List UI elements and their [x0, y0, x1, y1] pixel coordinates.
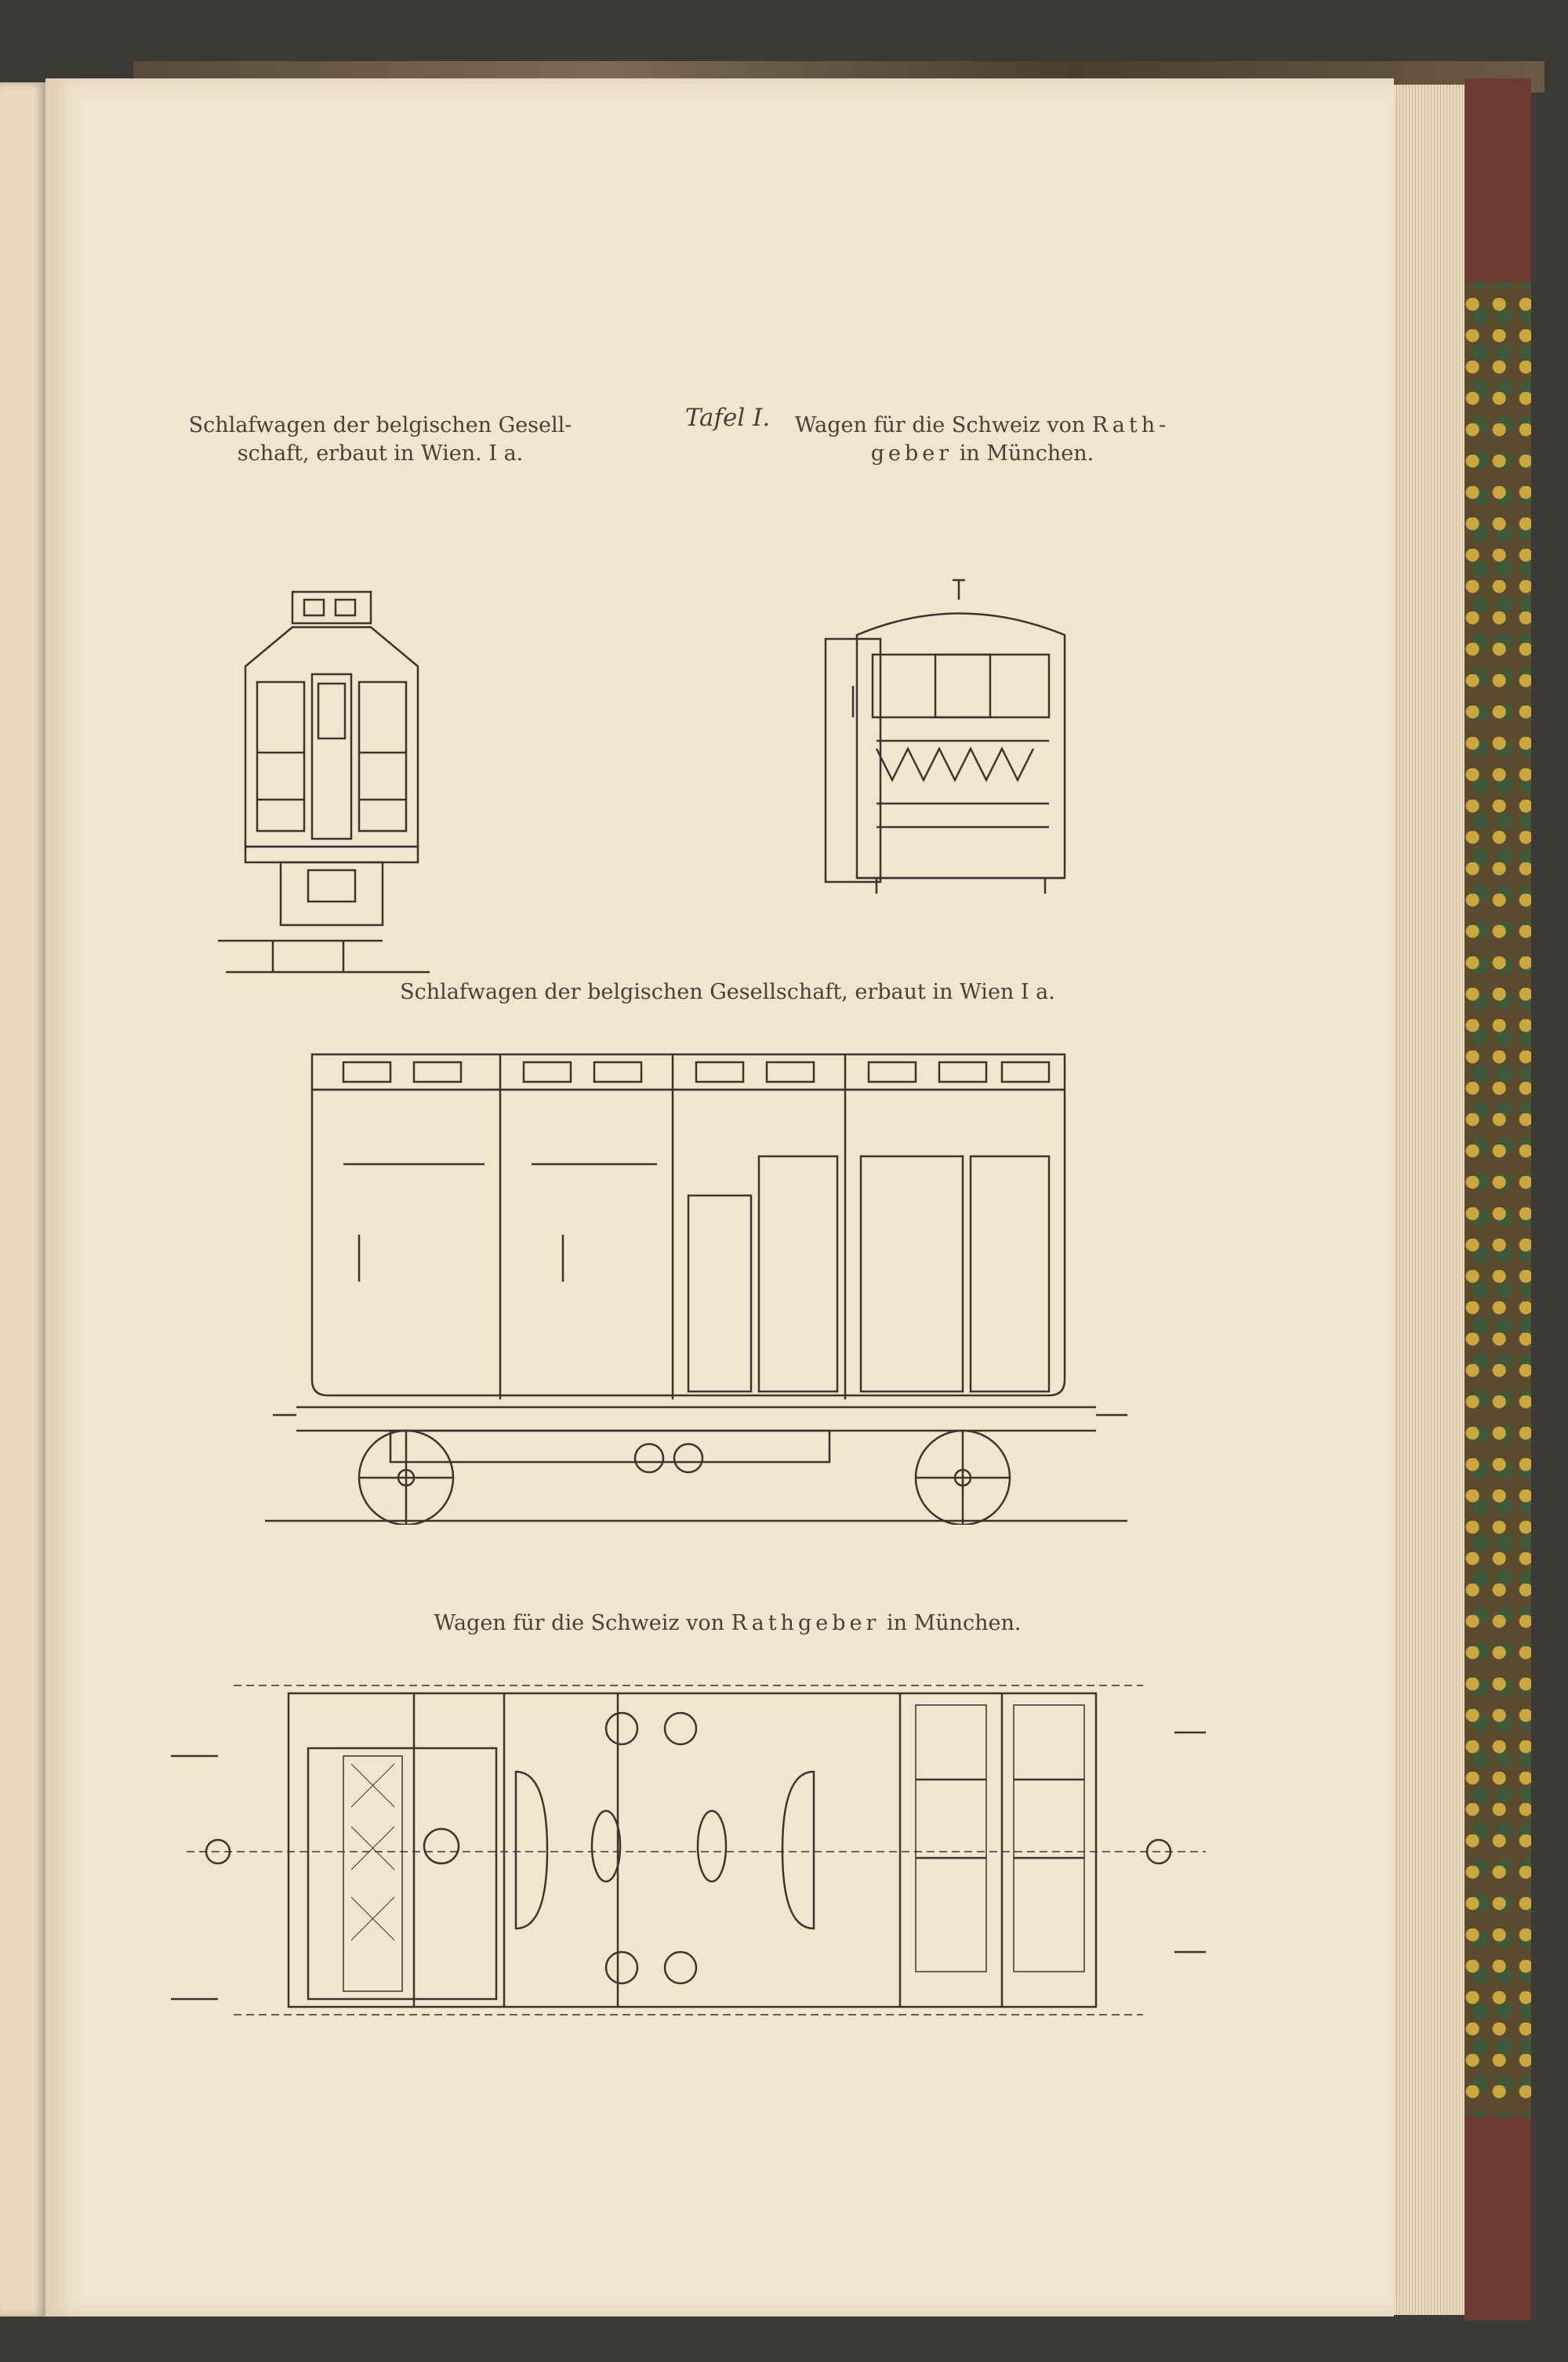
book-page: Tafel I. Schlafwagen der belgischen Gese… [45, 78, 1394, 2317]
front-view-swiss-car-drawing [824, 579, 1066, 894]
caption-line: Wagen für die Schweiz von Rath- [779, 412, 1186, 440]
caption-text: Wagen für die Schweiz von [434, 1611, 731, 1635]
caption-text: Wagen für die Schweiz von [794, 413, 1092, 437]
caption-text: in München. [880, 1611, 1022, 1635]
front-view-sleeping-car-drawing [218, 590, 430, 974]
caption-text-spaced: geber [870, 441, 953, 466]
side-view-sleeping-car-drawing [265, 1053, 1127, 1525]
caption-line: geber in München. [779, 440, 1186, 468]
left-page-edge [0, 82, 45, 2317]
leather-corner-bottom [1465, 2117, 1531, 2320]
caption-plan-view: Wagen für die Schweiz von Rathgeber in M… [45, 1611, 1410, 1635]
caption-line: Schlafwagen der belgischen Gesell- [188, 413, 572, 437]
caption-line: schaft, erbaut in Wien. I a. [237, 441, 524, 466]
caption-front-right: Wagen für die Schweiz von Rath- geber in… [779, 412, 1186, 468]
caption-side-view: Schlafwagen der belgischen Gesellschaft,… [400, 980, 1055, 1004]
plate-title: Tafel I. [684, 404, 771, 432]
marbled-cover [1465, 78, 1531, 2320]
caption-text: in München. [953, 441, 1094, 466]
plan-view-swiss-car-drawing [171, 1685, 1206, 2016]
leather-corner-top [1465, 78, 1531, 282]
caption-front-left: Schlafwagen der belgischen Gesell- schaf… [184, 412, 576, 468]
caption-text-spaced: Rath- [1091, 413, 1171, 437]
caption-text-spaced: Rathgeber [731, 1611, 880, 1635]
page-edges [1394, 85, 1465, 2315]
